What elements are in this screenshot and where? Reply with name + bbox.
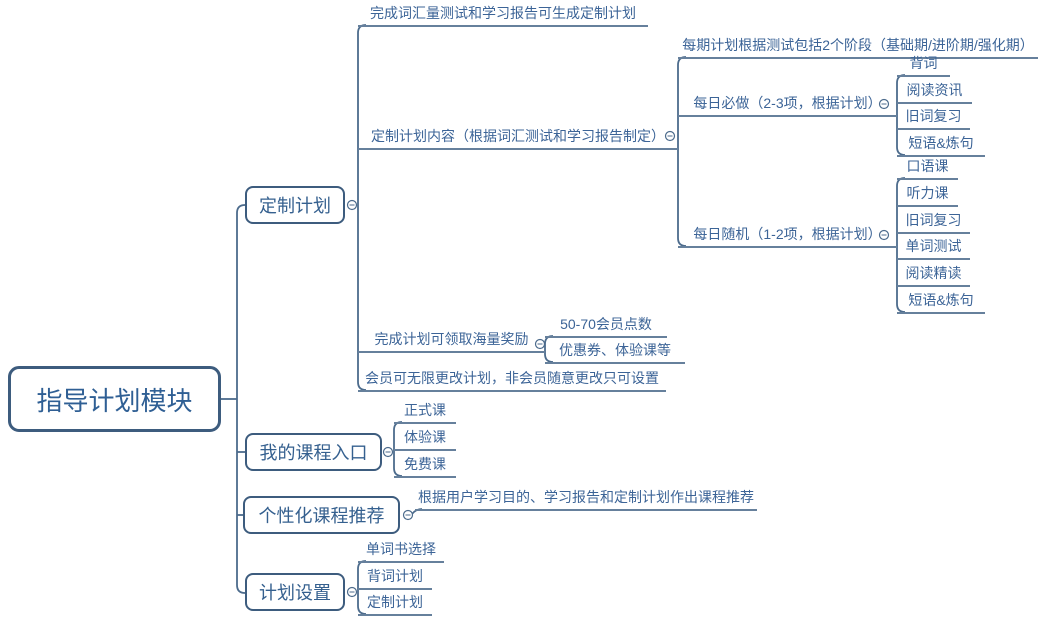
subtopic-member-points[interactable]: 50-70会员点数 (545, 314, 667, 338)
subtopic-custom-plan-setting[interactable]: 定制计划 (358, 592, 432, 616)
subtopic-plan-stages[interactable]: 每期计划根据测试包括2个阶段（基础期/进阶期/强化期） (678, 35, 1038, 59)
collapse-handle-icon[interactable] (346, 199, 358, 211)
subtopic-plan-content[interactable]: 定制计划内容（根据词汇测试和学习报告制定） (358, 126, 678, 150)
subtopic-old-word-review[interactable]: 旧词复习 (897, 106, 970, 130)
collapse-handle-icon[interactable] (346, 586, 358, 598)
subtopic-phrase-sentence-2[interactable]: 短语&炼句 (897, 290, 985, 314)
collapse-handle-icon[interactable] (664, 130, 676, 142)
subtopic-old-word-review-2[interactable]: 旧词复习 (897, 210, 970, 234)
main-topic-plan-settings[interactable]: 计划设置 (245, 573, 345, 611)
subtopic-daily-must-do[interactable]: 每日必做（2-3项，根据计划） (678, 93, 897, 117)
subtopic-wordbook-select[interactable]: 单词书选择 (358, 539, 444, 563)
collapse-handle-icon[interactable] (382, 446, 394, 458)
subtopic-free-class[interactable]: 免费课 (394, 454, 456, 478)
subtopic-reading-news[interactable]: 阅读资讯 (897, 80, 972, 104)
main-topic-my-courses-entry[interactable]: 我的课程入口 (245, 433, 382, 471)
subtopic-trial-class[interactable]: 体验课 (394, 427, 456, 451)
main-topic-custom-plan[interactable]: 定制计划 (245, 186, 345, 224)
subtopic-daily-random[interactable]: 每日随机（1-2项，根据计划） (678, 224, 897, 248)
root-topic[interactable]: 指导计划模块 (8, 366, 221, 432)
subtopic-plan-rewards[interactable]: 完成计划可领取海量奖励 (358, 329, 545, 353)
main-topic-personalized-recommendation[interactable]: 个性化课程推荐 (243, 496, 400, 534)
subtopic-recommendation-basis[interactable]: 根据用户学习目的、学习报告和定制计划作出课程推荐 (415, 487, 757, 511)
subtopic-word-memorize[interactable]: 背词 (897, 53, 950, 77)
subtopic-intensive-reading[interactable]: 阅读精读 (897, 263, 970, 287)
subtopic-member-change-policy[interactable]: 会员可无限更改计划，非会员随意更改只可设置 (358, 368, 666, 392)
collapse-handle-icon[interactable] (878, 229, 890, 241)
collapse-handle-icon[interactable] (402, 509, 414, 521)
collapse-handle-icon[interactable] (878, 98, 890, 110)
subtopic-listening-class[interactable]: 听力课 (897, 183, 958, 207)
subtopic-memorize-plan[interactable]: 背词计划 (358, 566, 432, 590)
subtopic-phrase-sentence[interactable]: 短语&炼句 (897, 133, 985, 157)
subtopic-speaking-class[interactable]: 口语课 (897, 156, 958, 180)
subtopic-generate-plan[interactable]: 完成词汇量测试和学习报告可生成定制计划 (358, 3, 648, 27)
subtopic-word-test[interactable]: 单词测试 (897, 236, 970, 260)
subtopic-coupons-trial[interactable]: 优惠券、体验课等 (545, 340, 685, 364)
collapse-handle-icon[interactable] (534, 338, 546, 350)
subtopic-formal-class[interactable]: 正式课 (394, 400, 456, 424)
